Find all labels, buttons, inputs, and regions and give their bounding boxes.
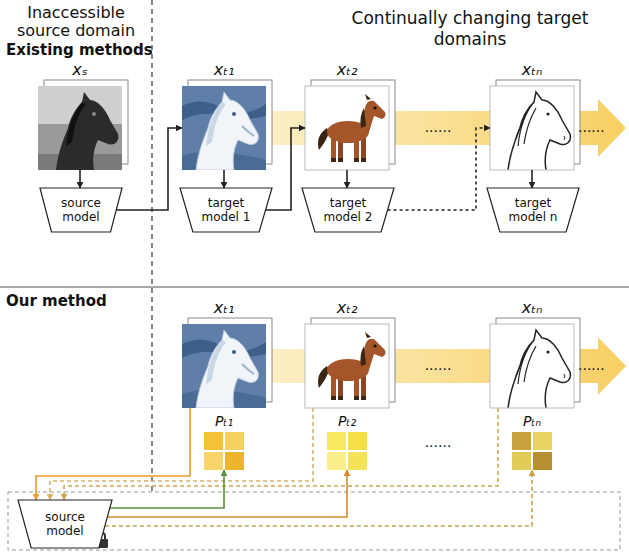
prompt-grid: Pₜ₁ [204, 412, 244, 470]
model-name: target model 1 [196, 196, 256, 224]
model-name: target model 2 [318, 196, 378, 224]
prompt-symbol: Pₜₙ [512, 412, 552, 430]
image-symbol: xₜ₂ [305, 60, 389, 80]
ellipsis: ...... [578, 357, 602, 373]
domain-heading: Continually changing target domains [345, 8, 595, 50]
flow-arrow [79, 170, 81, 188]
domain-image: xₜₙ [490, 60, 574, 170]
ellipsis: ...... [418, 357, 458, 373]
domain-heading: Inaccessible source domain [2, 4, 150, 40]
model-trapezoid: target model n [487, 188, 579, 232]
flow-arrow [105, 470, 532, 526]
flow-arrow [223, 170, 225, 188]
section-title: Existing methods [6, 41, 166, 59]
flow-arrow [64, 408, 498, 500]
model-trapezoid: target model 2 [302, 188, 394, 232]
flow-arrow [346, 170, 348, 188]
domain-image: xₜ₁ [182, 60, 266, 170]
model-name: source model [56, 196, 106, 224]
prompt-grid: Pₜₙ [512, 412, 552, 470]
flow-arrow [531, 170, 533, 188]
domain-image: xₜₙ [490, 298, 574, 408]
image-symbol: xₜ₁ [182, 60, 266, 80]
model-name: source model [34, 510, 96, 538]
section-title: Our method [6, 292, 166, 310]
flow-arrow [388, 128, 490, 210]
domain-image: xₜ₂ [305, 298, 389, 408]
flow-arrow [110, 470, 224, 508]
prompt-symbol: Pₜ₁ [204, 412, 244, 430]
image-symbol: xₜₙ [490, 60, 574, 80]
flow-arrow [107, 470, 347, 517]
ellipsis: ...... [418, 434, 458, 450]
prompt-symbol: Pₜ₂ [327, 412, 367, 430]
model-trapezoid: source model [18, 500, 112, 548]
image-symbol: xₛ [38, 60, 122, 80]
image-symbol: xₜ₁ [182, 298, 266, 318]
domain-image: xₛ [38, 60, 122, 170]
flow-arrow [116, 128, 182, 210]
prompt-grid: Pₜ₂ [327, 412, 367, 470]
model-trapezoid: target model 1 [180, 188, 272, 232]
model-trapezoid: source model [40, 188, 122, 232]
image-symbol: xₜₙ [490, 298, 574, 318]
model-name: target model n [503, 196, 563, 224]
flow-arrow [266, 128, 305, 210]
image-symbol: xₜ₂ [305, 298, 389, 318]
ellipsis: ...... [418, 119, 458, 135]
domain-image: xₜ₂ [305, 60, 389, 170]
ellipsis: ...... [578, 119, 602, 135]
domain-image: xₜ₁ [182, 298, 266, 408]
